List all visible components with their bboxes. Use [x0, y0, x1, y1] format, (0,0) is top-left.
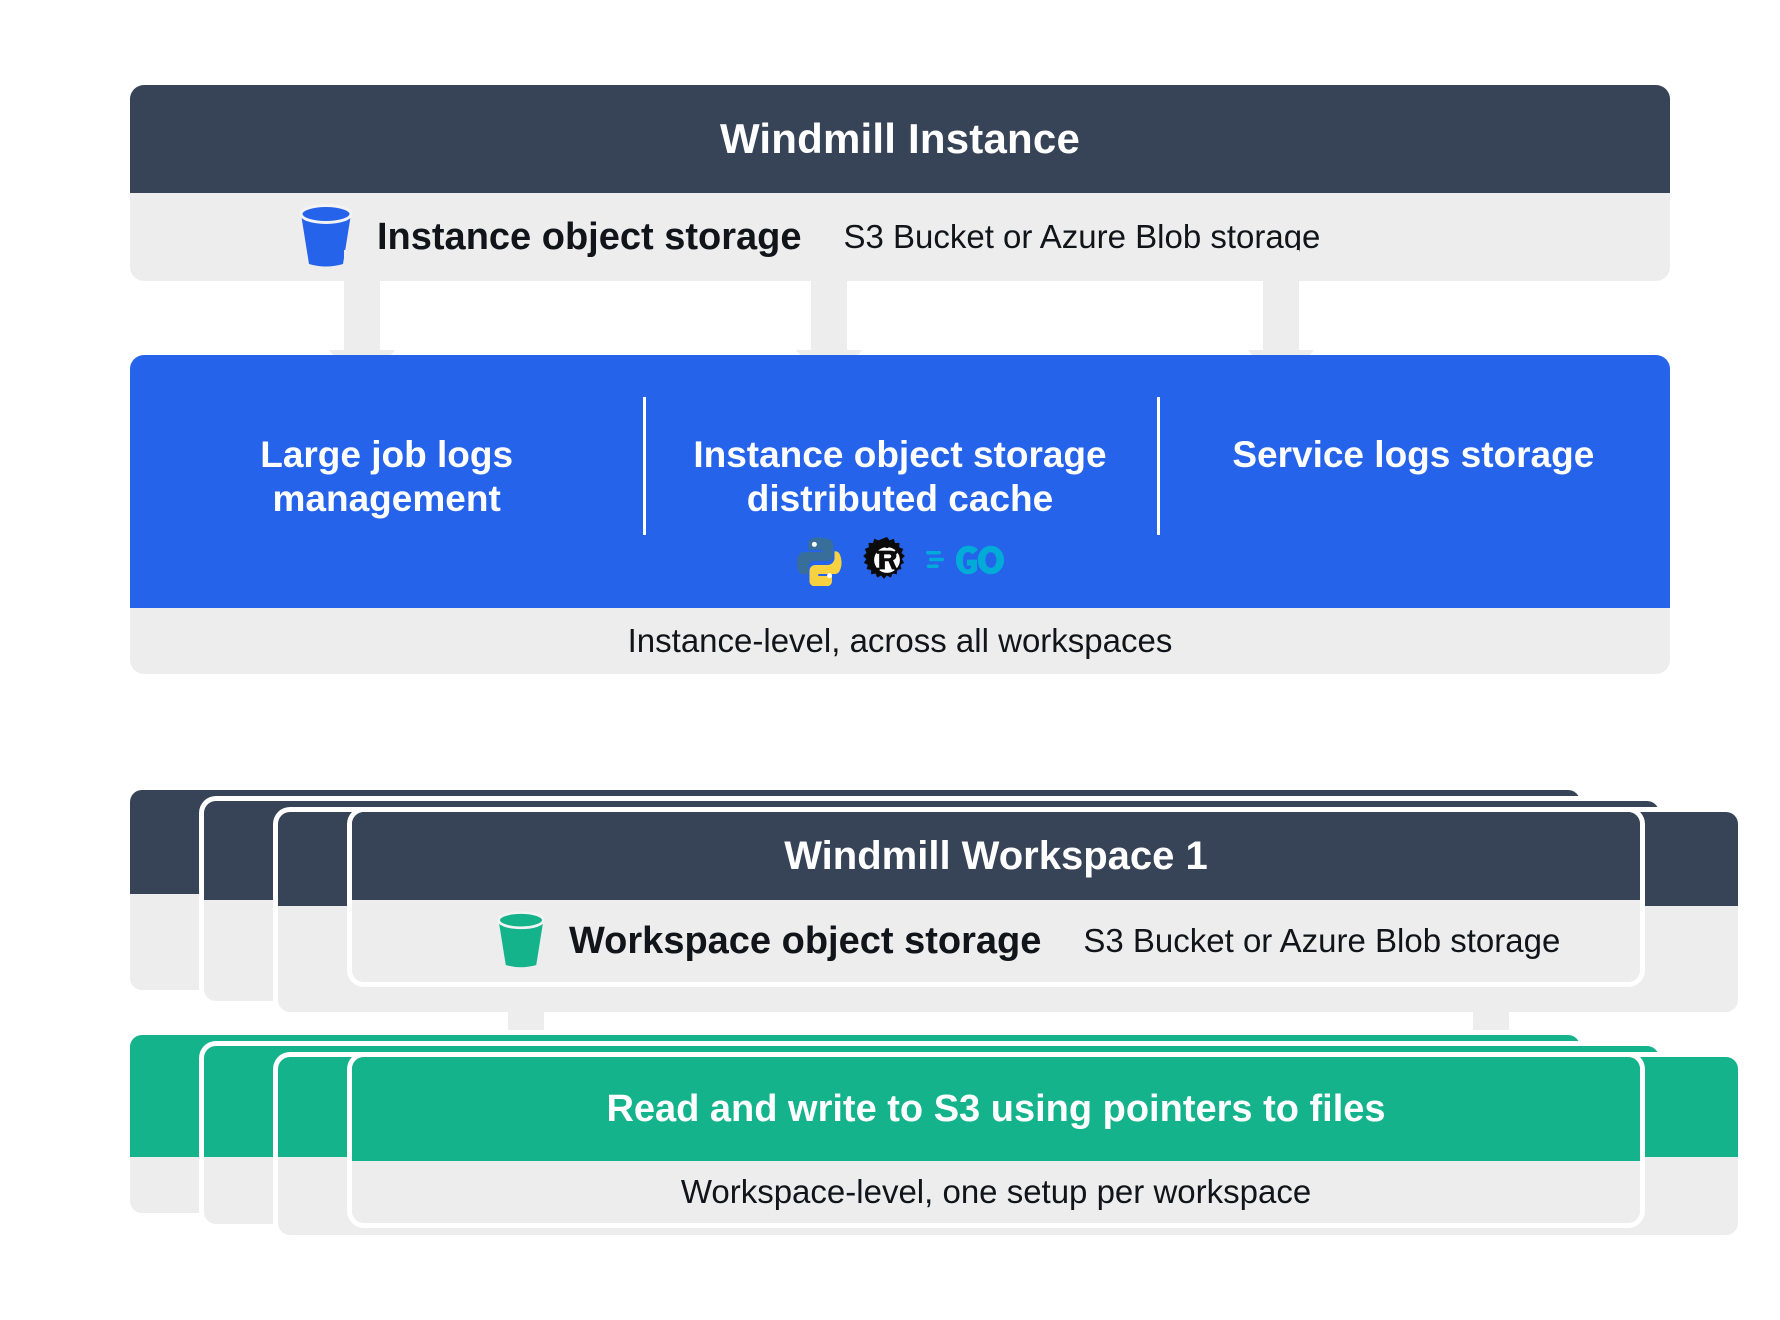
feature-column-service-logs: Service logs storage [1156, 397, 1670, 535]
workspace-stack: 4 3 2 Windmill Workspace 1 Workspace obj… [130, 790, 1738, 1100]
feature-title: Instance object storage distributed cach… [693, 434, 1107, 519]
workspace-storage-sublabel: S3 Bucket or Azure Blob storage [1083, 922, 1561, 959]
instance-features-footer: Instance-level, across all workspaces [130, 608, 1670, 674]
workspace-card-1[interactable]: Windmill Workspace 1 Workspace object st… [352, 812, 1640, 982]
workspace-title: Windmill Workspace 1 [352, 812, 1640, 900]
bucket-icon [497, 911, 545, 968]
instance-features-card: Large job logs management Instance objec… [130, 355, 1670, 674]
feature-column-large-job-logs: Large job logs management [130, 433, 643, 520]
language-logos [796, 532, 1004, 588]
feature-title: Large job logs management [260, 434, 514, 519]
green-stack: 4 3 2 Read and write to S3 using pointer… [130, 1035, 1738, 1235]
instance-storage-row: Instance object storage S3 Bucket or Azu… [130, 193, 1670, 281]
rust-logo [863, 537, 905, 580]
instance-features-box: Large job logs management Instance objec… [130, 355, 1670, 608]
instance-storage-label: Instance object storage [377, 215, 802, 258]
feature-title: Service logs storage [1232, 434, 1595, 475]
go-logo [925, 546, 1004, 575]
green-card-1[interactable]: Read and write to S3 using pointers to f… [352, 1057, 1640, 1223]
instance-storage-sublabel: S3 Bucket or Azure Blob storage [843, 218, 1321, 255]
bucket-icon [299, 204, 353, 267]
instance-card: Windmill Instance Instance object storag… [130, 85, 1670, 281]
workspace-storage-label: Workspace object storage [569, 919, 1042, 962]
instance-title: Windmill Instance [130, 85, 1670, 193]
python-logo [797, 537, 842, 587]
workspace-storage-row: Workspace object storage S3 Bucket or Az… [352, 900, 1640, 982]
green-title: Read and write to S3 using pointers to f… [352, 1057, 1640, 1161]
feature-column-distributed-cache: Instance object storage distributed cach… [643, 396, 1156, 588]
green-footer: Workspace-level, one setup per workspace [352, 1161, 1640, 1223]
